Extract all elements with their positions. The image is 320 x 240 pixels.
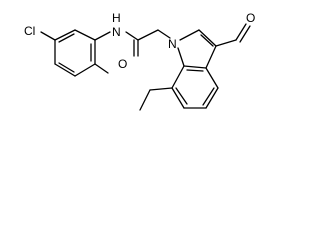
bond [186,69,204,72]
bond [74,63,96,77]
bond [58,62,75,73]
bond [177,47,185,67]
bond [205,67,219,89]
bond [239,25,251,43]
bond [183,65,207,69]
bond [205,45,217,69]
bond [40,31,56,41]
bond [58,33,75,43]
bond [202,87,215,106]
bond [171,65,185,89]
bond [215,39,237,47]
bond [205,87,219,109]
chlorine-label: Cl [24,24,35,38]
bond [171,87,185,109]
amide-hydrogen-label: H [112,11,121,25]
bond [125,31,139,41]
bond [157,29,171,39]
bond [200,34,214,47]
aldehyde-oxygen-label: O [246,11,255,25]
chlorotoluene-ring [54,29,96,77]
bond [94,31,111,41]
bond [94,63,109,74]
indole-nitrogen-label: N [168,37,177,51]
bond [74,29,96,41]
indole-pyrrole-ring [177,29,217,69]
bond [175,87,188,105]
molecule-structure: Cl N H O N O [0,0,274,131]
bond [235,23,247,41]
bond [179,29,200,41]
structure-drawing: Cl N H O N O [24,11,255,111]
bond [149,87,173,91]
bond [54,29,76,41]
bond [139,89,151,111]
bond [137,29,159,41]
amide-nitrogen-label: N [112,25,121,39]
indole-benzene-ring [171,65,219,109]
bond [198,29,217,47]
bond [54,63,76,77]
amide-oxygen-label: O [118,57,127,71]
